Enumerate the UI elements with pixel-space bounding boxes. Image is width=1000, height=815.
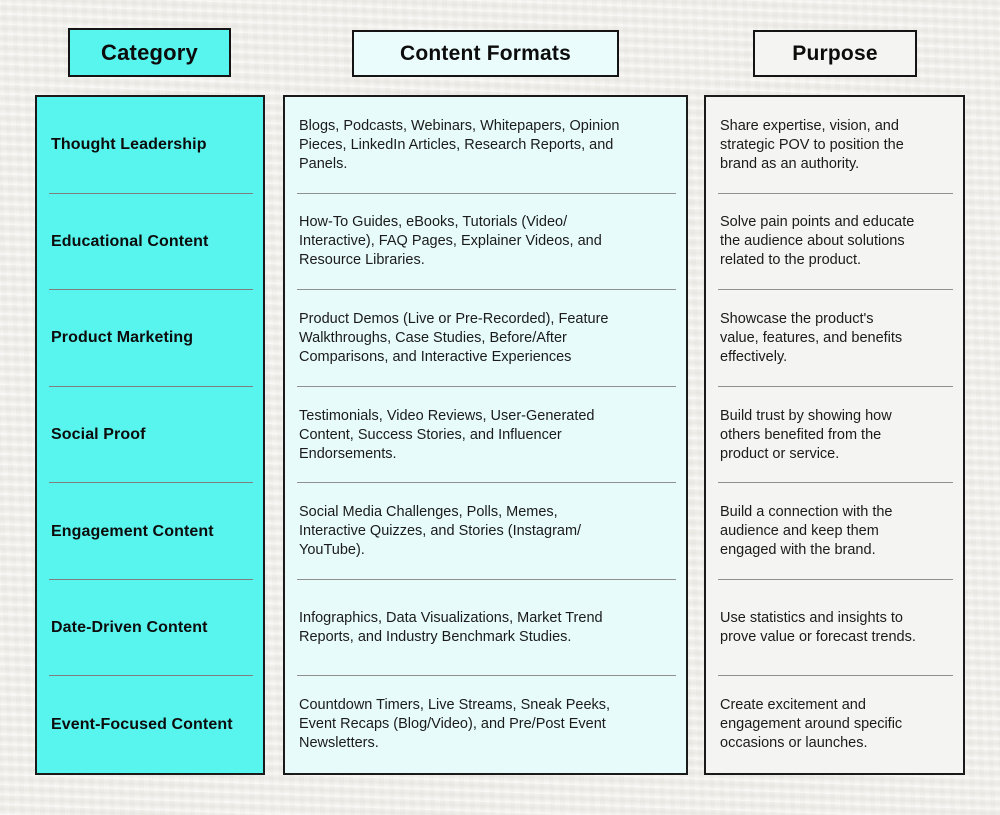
formats-text: Testimonials, Video Reviews, User-Genera… (299, 407, 595, 462)
category-cell-product-marketing: Product Marketing (37, 290, 263, 387)
purpose-header-label: Purpose (792, 41, 878, 65)
category-cell-educational-content: Educational Content (37, 194, 263, 291)
formats-cell: Product Demos (Live or Pre-Recorded), Fe… (285, 290, 686, 387)
purpose-text: Showcase the product's value, features, … (720, 310, 903, 365)
formats-cell: Testimonials, Video Reviews, User-Genera… (285, 387, 686, 484)
purpose-cell: Build trust by showing how others benefi… (706, 387, 963, 484)
purpose-text: Create excitement and engagement around … (720, 697, 903, 752)
content-formats-column-header: Content Formats (352, 30, 619, 77)
purpose-cell: Build a connection with the audience and… (706, 483, 963, 580)
purpose-text: Build trust by showing how others benefi… (720, 407, 892, 462)
formats-cell: Countdown Timers, Live Streams, Sneak Pe… (285, 676, 686, 773)
purpose-column-header: Purpose (753, 30, 917, 77)
category-cell-engagement-content: Engagement Content (37, 483, 263, 580)
purpose-cell: Showcase the product's value, features, … (706, 290, 963, 387)
category-column-header: Category (68, 28, 231, 77)
purpose-text: Use statistics and insights to prove val… (720, 610, 916, 646)
content-formats-header-label: Content Formats (400, 41, 571, 65)
category-label: Educational Content (51, 232, 209, 250)
content-formats-column: Blogs, Podcasts, Webinars, Whitepapers, … (283, 95, 688, 775)
category-cell-social-proof: Social Proof (37, 387, 263, 484)
category-label: Event-Focused Content (51, 715, 233, 733)
formats-text: Product Demos (Live or Pre-Recorded), Fe… (299, 310, 609, 365)
formats-text: How-To Guides, eBooks, Tutorials (Video/… (299, 214, 602, 269)
category-label: Date-Driven Content (51, 619, 208, 637)
purpose-cell: Use statistics and insights to prove val… (706, 580, 963, 677)
formats-text: Countdown Timers, Live Streams, Sneak Pe… (299, 697, 611, 752)
formats-cell: Blogs, Podcasts, Webinars, Whitepapers, … (285, 97, 686, 194)
formats-cell: Infographics, Data Visualizations, Marke… (285, 580, 686, 677)
purpose-text: Solve pain points and educate the audien… (720, 214, 915, 269)
category-header-label: Category (101, 39, 198, 65)
formats-text: Social Media Challenges, Polls, Memes, I… (299, 504, 582, 559)
formats-cell: How-To Guides, eBooks, Tutorials (Video/… (285, 194, 686, 291)
category-label: Product Marketing (51, 329, 194, 347)
category-column: Thought Leadership Educational Content P… (35, 95, 265, 775)
purpose-text: Build a connection with the audience and… (720, 504, 893, 559)
category-label: Thought Leadership (51, 136, 207, 154)
category-label: Engagement Content (51, 522, 214, 540)
purpose-cell: Solve pain points and educate the audien… (706, 194, 963, 291)
formats-text: Blogs, Podcasts, Webinars, Whitepapers, … (299, 117, 620, 172)
formats-text: Infographics, Data Visualizations, Marke… (299, 610, 603, 646)
purpose-cell: Share expertise, vision, and strategic P… (706, 97, 963, 194)
category-label: Social Proof (51, 426, 146, 444)
category-cell-event-focused-content: Event-Focused Content (37, 676, 263, 773)
purpose-cell: Create excitement and engagement around … (706, 676, 963, 773)
category-cell-thought-leadership: Thought Leadership (37, 97, 263, 194)
purpose-text: Share expertise, vision, and strategic P… (720, 117, 904, 172)
category-cell-date-driven-content: Date-Driven Content (37, 580, 263, 677)
purpose-column: Share expertise, vision, and strategic P… (704, 95, 965, 775)
formats-cell: Social Media Challenges, Polls, Memes, I… (285, 483, 686, 580)
